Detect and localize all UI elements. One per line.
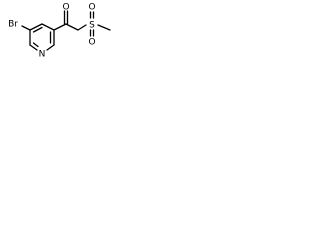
ring-bond-4: [46, 44, 55, 51]
ring-double-bond-3: [32, 42, 39, 48]
sulfur-label: S: [89, 21, 95, 31]
molecule-drawing: Br N O S O O: [8, 3, 111, 60]
ring-bond-5: [29, 44, 38, 51]
ring-bond-1: [29, 23, 43, 31]
sulfur-to-methyl-bond: [97, 24, 111, 31]
ring-to-carbonyl-bond: [53, 23, 67, 31]
bromine-label: Br: [8, 20, 18, 30]
ring-double-bond-1: [32, 26, 43, 33]
nitrogen-label: N: [39, 50, 46, 60]
sulfonyl-top-oxygen-label: O: [88, 3, 95, 13]
methylene-to-sulfur-bond: [77, 24, 87, 31]
structure-canvas: Br N O S O O: [0, 0, 138, 74]
bromine-bond: [21, 25, 31, 31]
carbonyl-to-methylene-bond: [65, 23, 79, 31]
ring-bond-2: [41, 23, 55, 31]
carbonyl-oxygen-label: O: [62, 3, 69, 13]
sulfonyl-bottom-oxygen-label: O: [88, 38, 95, 48]
